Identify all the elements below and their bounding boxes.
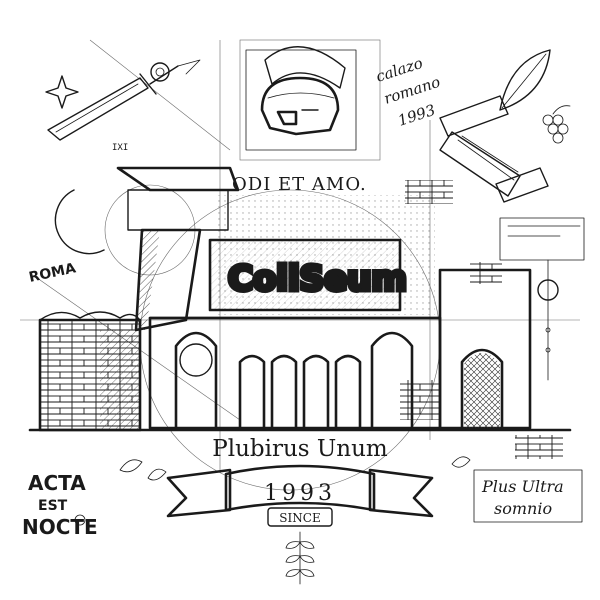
plus-ultra-somnio: Plus Ultra somnio [473, 469, 583, 523]
sword-icon: IXI [47, 59, 201, 153]
coliseum-logo: ColiSeum [226, 257, 410, 302]
right-doodles [499, 217, 585, 381]
since-text: SINCE [279, 511, 320, 525]
decorative-leaves [119, 456, 471, 481]
broken-column-icon [439, 95, 549, 203]
roma-text: ROMA [28, 260, 78, 286]
nocte-text: NOCTE [22, 515, 98, 539]
spartan-helmet-icon [245, 46, 357, 151]
calazo-romano-signature: calazo romano 1993 [374, 54, 443, 130]
laurel-icon [285, 531, 315, 585]
est-text: EST [38, 498, 68, 514]
leaf-icon [499, 49, 551, 111]
grapes-icon [542, 105, 571, 144]
plus-ultra-text: Plus Ultra [481, 477, 564, 496]
crescent-moon-icon [54, 189, 105, 255]
sword-mark: IXI [112, 143, 128, 153]
acta-text: ACTA [28, 471, 86, 495]
since-plaque: SINCE [267, 507, 333, 527]
ribbon-banner: 1993 [166, 464, 434, 518]
plubirus-unum-text: Plubirus Unum [212, 436, 388, 462]
facade-arches [174, 331, 414, 430]
somnio-text: somnio [494, 499, 552, 518]
banner-year: 1993 [264, 481, 336, 506]
brick-sketch-right [405, 180, 453, 204]
sparkle-icon [45, 75, 79, 109]
brick-sketch-lower-right [515, 435, 563, 459]
odi-et-amo-text: ODI ET AMO. [232, 174, 367, 195]
coliseum-logo-text: ColiSeum [228, 259, 407, 299]
coliseum-building [28, 166, 572, 432]
acta-est-nocte: ACTA EST NOCTE [22, 471, 98, 539]
calazo-year: 1993 [396, 101, 438, 130]
